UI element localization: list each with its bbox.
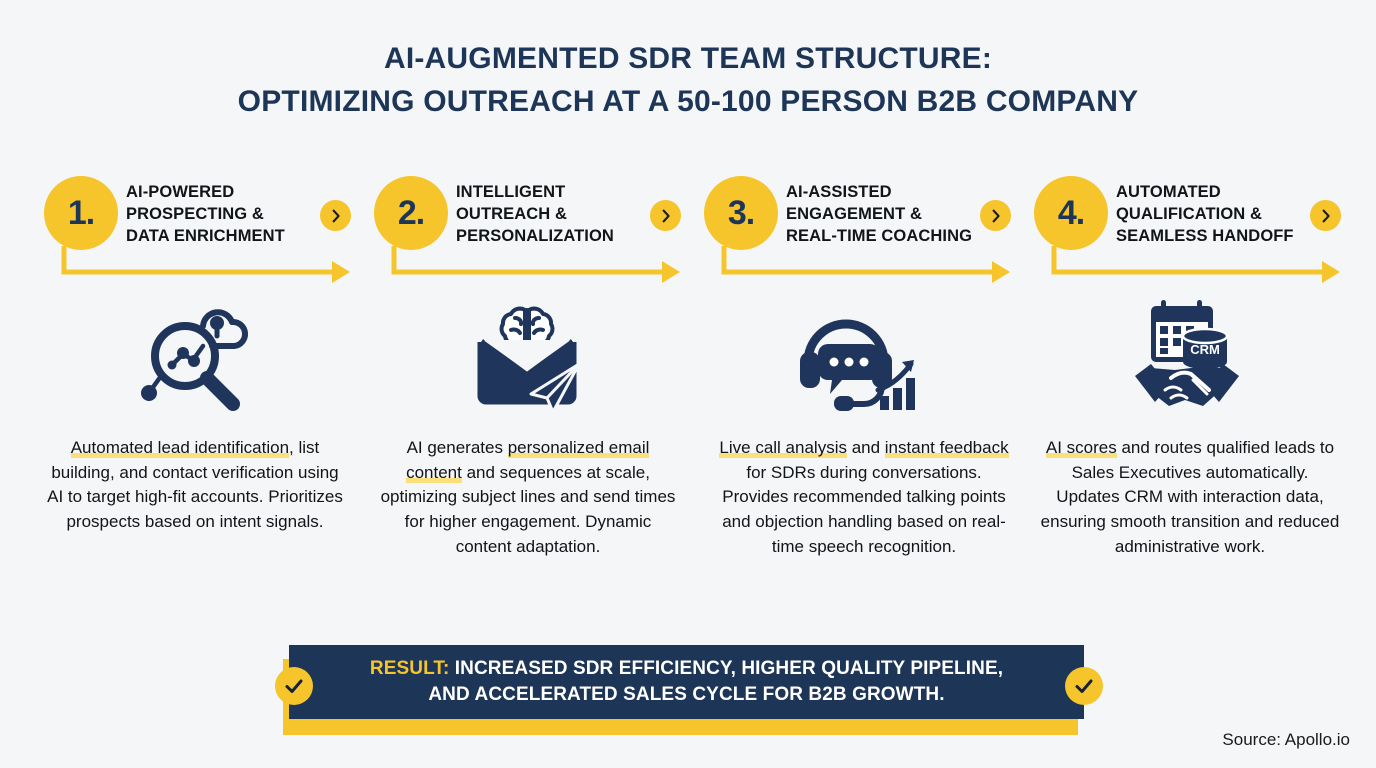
handshake-calendar-crm-icon: CRM	[1022, 292, 1352, 422]
result-banner: RESULT: INCREASED SDR EFFICIENCY, HIGHER…	[275, 645, 1103, 735]
step-1-title-line-2: PROSPECTING &	[126, 204, 264, 223]
step-1-title-line-3: DATA ENRICHMENT	[126, 226, 285, 245]
check-icon	[1065, 667, 1103, 705]
step-1-description: Automated lead identification, list buil…	[45, 436, 345, 535]
result-line-1-rest: INCREASED SDR EFFICIENCY, HIGHER QUALITY…	[449, 657, 1004, 679]
source-label: Source: Apollo.io	[1222, 730, 1350, 749]
flow-arrow-icon	[1050, 246, 1350, 284]
step-4-title: AUTOMATED QUALIFICATION & SEAMLESS HANDO…	[1116, 182, 1321, 248]
step-2-title-line-3: PERSONALIZATION	[456, 226, 614, 245]
step-4-header[interactable]: 4. AUTOMATED QUALIFICATION & SEAMLESS HA…	[1032, 172, 1362, 262]
brain-envelope-paperplane-icon	[362, 292, 692, 422]
flow-arrow-icon	[720, 246, 1020, 284]
page-title: AI-AUGMENTED SDR TEAM STRUCTURE: OPTIMIZ…	[0, 38, 1376, 123]
step-3-header[interactable]: 3. AI-ASSISTED ENGAGEMENT & REAL-TIME CO…	[702, 172, 1032, 262]
chevron-right-icon[interactable]	[320, 200, 351, 231]
flow-arrow-icon	[60, 246, 360, 284]
step-header-row: 1. AI-POWERED PROSPECTING & DATA ENRICHM…	[0, 172, 1376, 262]
step-2-header[interactable]: 2. INTELLIGENT OUTREACH & PERSONALIZATIO…	[372, 172, 702, 262]
result-line-2: AND ACCELERATED SALES CYCLE FOR B2B GROW…	[428, 684, 945, 705]
step-4-highlight: AI scores	[1045, 438, 1117, 458]
icon-row: CRM	[0, 292, 1376, 422]
step-4-rest: and routes qualified leads to Sales Exec…	[1040, 438, 1340, 556]
step-2-title-line-2: OUTREACH &	[456, 204, 567, 223]
step-1-title: AI-POWERED PROSPECTING & DATA ENRICHMENT	[126, 182, 331, 248]
step-4-description: AI scores and routes qualified leads to …	[1040, 436, 1340, 559]
step-3-mid: and	[846, 438, 885, 457]
step-3-rest: for SDRs during conversations. Provides …	[722, 462, 1006, 556]
step-1-header[interactable]: 1. AI-POWERED PROSPECTING & DATA ENRICHM…	[42, 172, 372, 262]
step-1-rest: , list building, and contact verificatio…	[47, 438, 343, 531]
chevron-right-icon[interactable]	[1310, 200, 1341, 231]
step-2-rest: and sequences at scale, optimizing subje…	[380, 462, 676, 556]
result-banner-text: RESULT: INCREASED SDR EFFICIENCY, HIGHER…	[370, 656, 1003, 708]
step-2-number-badge: 2.	[374, 176, 448, 250]
step-3-title: AI-ASSISTED ENGAGEMENT & REAL-TIME COACH…	[786, 182, 991, 248]
magnifier-data-cloud-icon	[32, 292, 362, 422]
title-line-1: AI-AUGMENTED SDR TEAM STRUCTURE:	[383, 42, 993, 75]
svg-text:CRM: CRM	[1190, 342, 1220, 357]
step-4-number-badge: 4.	[1034, 176, 1108, 250]
flow-arrow-icon	[390, 246, 690, 284]
step-2-pre: AI generates	[406, 438, 508, 457]
step-3-title-line-3: REAL-TIME COACHING	[786, 226, 973, 245]
step-3-highlight: Live call analysis	[719, 438, 847, 458]
result-keyword: RESULT:	[369, 657, 450, 679]
step-2-title: INTELLIGENT OUTREACH & PERSONALIZATION	[456, 182, 661, 248]
step-3-description: Live call analysis and instant feedback …	[714, 436, 1014, 559]
step-2-title-line-1: INTELLIGENT	[456, 183, 566, 201]
chevron-right-icon[interactable]	[980, 200, 1011, 231]
step-3-number-badge: 3.	[704, 176, 778, 250]
step-3-title-line-1: AI-ASSISTED	[786, 183, 892, 201]
result-line-1: RESULT: INCREASED SDR EFFICIENCY, HIGHER…	[370, 656, 1003, 682]
chevron-right-icon[interactable]	[650, 200, 681, 231]
body-text-row: Automated lead identification, list buil…	[0, 436, 1376, 616]
step-2-description: AI generates personalized email content …	[378, 436, 678, 559]
step-4-title-line-3: SEAMLESS HANDOFF	[1116, 226, 1294, 245]
step-1-number-badge: 1.	[44, 176, 118, 250]
headset-chat-growth-icon	[692, 292, 1022, 422]
step-4-title-line-2: QUALIFICATION &	[1116, 204, 1263, 223]
step-1-title-line-1: AI-POWERED	[126, 183, 235, 201]
title-line-2: OPTIMIZING OUTREACH AT A 50-100 PERSON B…	[237, 84, 1139, 118]
step-3-highlight-2: instant feedback	[884, 438, 1009, 458]
step-1-highlight: Automated lead identification	[70, 438, 290, 458]
step-4-title-line-1: AUTOMATED	[1116, 183, 1221, 201]
check-icon	[275, 667, 313, 705]
step-3-title-line-2: ENGAGEMENT &	[786, 204, 922, 223]
result-banner-body: RESULT: INCREASED SDR EFFICIENCY, HIGHER…	[289, 645, 1084, 719]
